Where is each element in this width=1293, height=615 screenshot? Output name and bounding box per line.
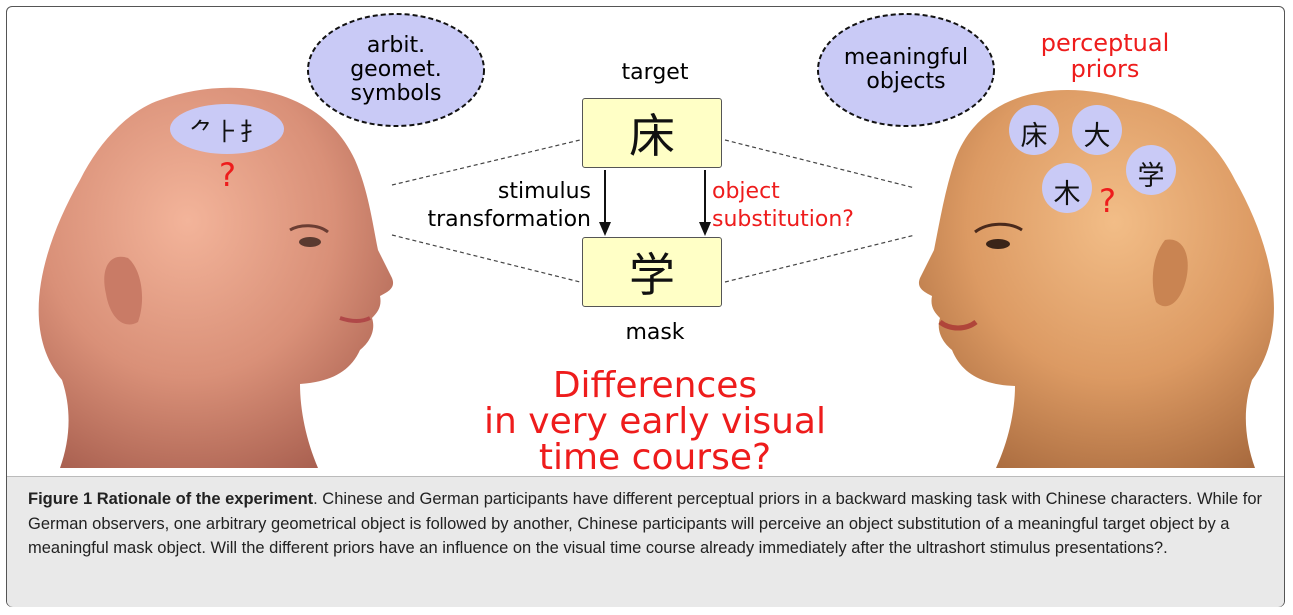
caption-label: Figure 1 Rationale of the experiment xyxy=(28,490,314,508)
left-question-mark: ? xyxy=(219,156,236,194)
bubble-line: meaningful xyxy=(843,45,969,70)
object-substitution-label: object substitution? xyxy=(712,178,854,234)
right-head xyxy=(918,90,1274,469)
head-char: 木 xyxy=(1053,179,1081,210)
arrow-label-line: object xyxy=(712,179,780,204)
target-char-box: 床 xyxy=(582,98,722,168)
stimulus-transformation-label: stimulus transformation xyxy=(428,178,591,234)
question-line: time course? xyxy=(538,437,772,478)
bubble-line: symbols xyxy=(350,81,442,106)
arrow-label-line: substitution? xyxy=(712,207,854,232)
mask-char-box: 学 xyxy=(582,237,722,307)
arbitrary-symbols: ⺈⺊⺘ xyxy=(189,118,265,146)
left-bubble-text: arbit. geomet. symbols xyxy=(308,34,484,106)
target-label: target xyxy=(621,60,689,85)
right-bubble-text: meaningful objects xyxy=(818,46,994,94)
right-ear xyxy=(1152,239,1188,307)
bubble-line: geomet. xyxy=(350,57,442,82)
bubble-line: arbit. xyxy=(366,33,426,58)
right-head-char-circle-2 xyxy=(1072,105,1122,155)
caption-text: . Chinese and German participants have d… xyxy=(28,490,1263,557)
caption-background xyxy=(7,476,1284,607)
priors-line: priors xyxy=(1070,55,1140,83)
left-head-symbol-ellipse xyxy=(170,104,284,154)
arrow-label-line: stimulus xyxy=(497,179,591,204)
left-ear xyxy=(104,256,143,325)
head-char: 大 xyxy=(1083,121,1111,152)
priors-line: perceptual xyxy=(1040,29,1170,57)
right-thought-bubble xyxy=(817,13,995,127)
central-question: Differences in very early visual time co… xyxy=(440,368,870,476)
head-char: 学 xyxy=(1137,161,1165,192)
right-question-mark: ? xyxy=(1099,182,1116,220)
left-head xyxy=(38,87,394,468)
right-head-char-circle-1 xyxy=(1009,105,1059,155)
arrows xyxy=(599,170,711,236)
dashed-lines xyxy=(391,139,916,283)
mask-label: mask xyxy=(625,320,685,345)
arrow-label-line: transformation xyxy=(427,207,591,232)
head-char: 床 xyxy=(1020,121,1048,152)
left-thought-bubble xyxy=(307,13,485,127)
right-head-char-circle-4 xyxy=(1126,145,1176,195)
question-line: Differences xyxy=(552,365,758,406)
figure-illustration xyxy=(38,13,1274,469)
right-head-char-circle-3 xyxy=(1042,163,1092,213)
figure-caption: Figure 1 Rationale of the experiment. Ch… xyxy=(28,487,1264,561)
perceptual-priors-label: perceptual priors xyxy=(1020,30,1190,82)
bubble-line: objects xyxy=(866,69,946,94)
question-line: in very early visual xyxy=(484,401,826,442)
